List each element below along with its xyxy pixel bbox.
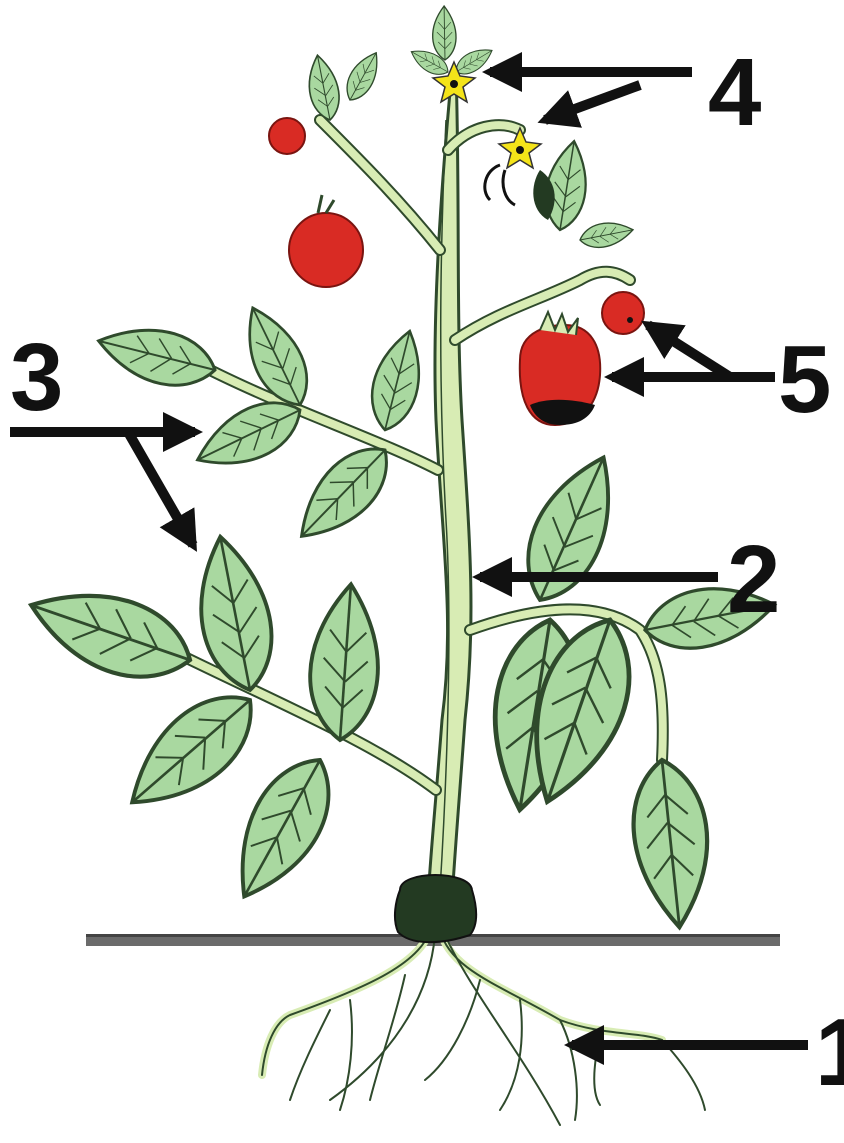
label-stem: 2: [727, 526, 780, 633]
arrow-fruit-small: [648, 325, 730, 377]
stem-base-band: [395, 875, 476, 942]
label-flowers: 4: [708, 39, 761, 146]
label-fruits: 5: [778, 326, 831, 433]
roots: [262, 930, 705, 1125]
arrow-leaves-lower: [128, 432, 193, 545]
main-stem: [428, 70, 471, 900]
leaves: [19, 6, 780, 930]
label-leaves: 3: [10, 324, 63, 431]
label-roots: 1: [815, 999, 844, 1106]
arrow-flower-side: [545, 85, 640, 120]
